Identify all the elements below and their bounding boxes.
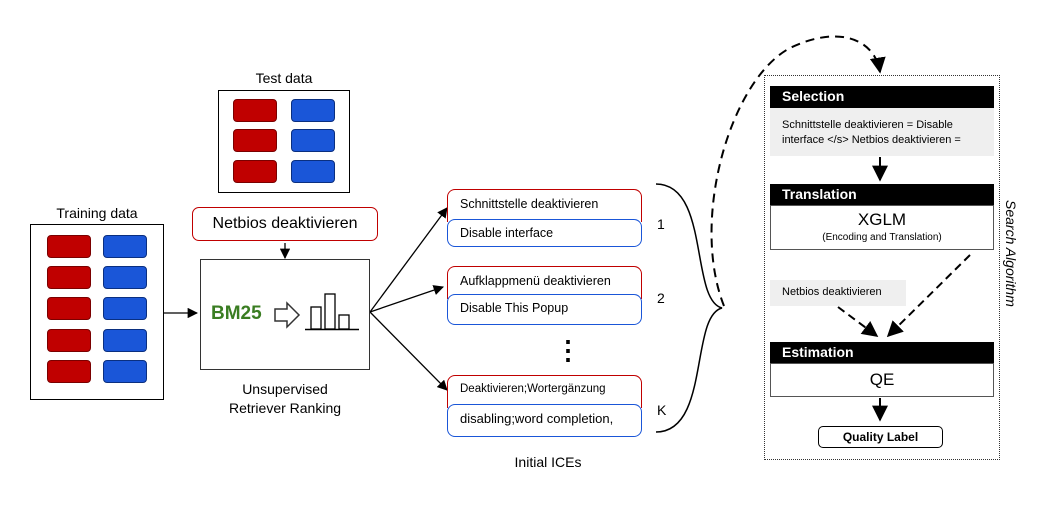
ice-ellipsis: ⋮ xyxy=(555,335,581,365)
train-target-tile xyxy=(103,266,147,289)
retriever-box: BM25 xyxy=(200,259,370,370)
arrow-retriever-to-ice-k xyxy=(369,311,448,391)
arrow-retriever-to-ice-1 xyxy=(369,207,448,313)
test-source-tile xyxy=(233,99,277,122)
selection-line-2: interface </s> Netbios deaktivieren = xyxy=(782,134,961,146)
test-source-tile xyxy=(233,129,277,152)
ice-source-1: Schnittstelle deaktivieren xyxy=(447,189,642,222)
right-arrow-icon xyxy=(274,301,301,329)
search-algorithm-panel xyxy=(764,75,1000,460)
test-target-tile xyxy=(291,99,335,122)
test-target-tile xyxy=(291,129,335,152)
train-source-tile xyxy=(47,329,91,352)
test-data-title: Test data xyxy=(255,70,313,86)
ice-target-1: Disable interface xyxy=(447,219,642,247)
retriever-caption-line2: Retriever Ranking xyxy=(228,400,342,416)
translation-box: XGLM (Encoding and Translation) xyxy=(770,205,994,250)
retriever-name: BM25 xyxy=(211,303,262,324)
selection-prompt: Schnittstelle deaktivieren = Disable int… xyxy=(770,108,994,156)
estimation-metric: QE xyxy=(770,363,994,397)
train-source-tile xyxy=(47,235,91,258)
quality-label: Quality Label xyxy=(818,426,943,448)
ice-source-k: Deaktivieren;Wortergänzung xyxy=(447,375,642,408)
test-data-panel xyxy=(218,90,350,193)
selection-header: Selection xyxy=(770,86,994,108)
arrow-translation-to-estimation xyxy=(886,254,971,338)
train-target-tile xyxy=(103,235,147,258)
search-algorithm-label: Search Algorithm xyxy=(1003,200,1019,307)
retriever-caption: Unsupervised Retriever Ranking xyxy=(200,380,370,418)
retriever-caption-line1: Unsupervised xyxy=(242,381,328,397)
train-source-tile xyxy=(47,360,91,383)
train-source-tile xyxy=(47,297,91,320)
training-data-panel xyxy=(30,224,164,400)
test-target-tile xyxy=(291,160,335,183)
ice-target-k: disabling;word completion, xyxy=(447,404,642,437)
translation-header: Translation xyxy=(770,184,994,205)
search-query-text: Netbios deaktivieren xyxy=(770,280,906,306)
estimation-header: Estimation xyxy=(770,342,994,363)
train-target-tile xyxy=(103,329,147,352)
ice-brace xyxy=(655,183,723,433)
ice-caption: Initial ICEs xyxy=(514,454,582,470)
train-target-tile xyxy=(103,297,147,320)
translation-model: XGLM xyxy=(857,210,907,229)
ice-rank-k: K xyxy=(657,402,667,418)
train-source-tile xyxy=(47,266,91,289)
ice-rank-1: 1 xyxy=(657,216,665,232)
arrow-to-search-algorithm xyxy=(710,35,886,307)
ice-target-2: Disable This Popup xyxy=(447,294,642,325)
selection-line-1: Schnittstelle deaktivieren = Disable xyxy=(782,119,953,131)
arrow-query-to-estimation xyxy=(837,306,879,337)
ice-source-2: Aufklappmenü deaktivieren xyxy=(447,266,642,299)
training-data-title: Training data xyxy=(56,205,138,221)
query-box: Netbios deaktivieren xyxy=(192,207,378,241)
bar-chart-icon xyxy=(305,293,359,331)
ice-rank-2: 2 xyxy=(657,290,665,306)
translation-subtitle: (Encoding and Translation) xyxy=(822,232,942,243)
train-target-tile xyxy=(103,360,147,383)
test-source-tile xyxy=(233,160,277,183)
arrow-retriever-to-ice-2 xyxy=(369,285,444,313)
